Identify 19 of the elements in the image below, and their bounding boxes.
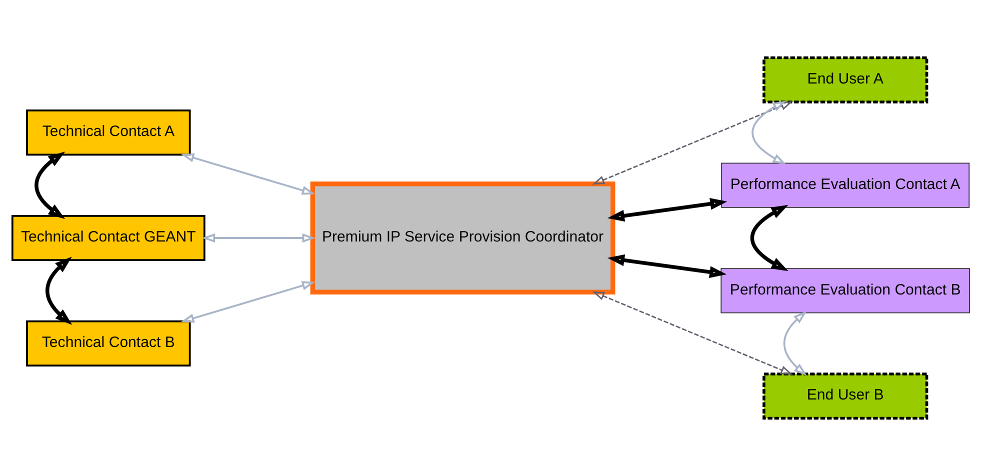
node-box: Technical Contact A [26, 110, 191, 156]
arrow [592, 291, 793, 375]
arrow [180, 281, 316, 323]
arrow [750, 204, 788, 272]
arrow [783, 311, 807, 376]
arrow [180, 153, 316, 195]
node-box: Premium IP Service Provision Coordinator [310, 182, 616, 294]
arrow [202, 233, 316, 243]
node-box: Performance Evaluation Contact A [721, 162, 970, 208]
arrow [34, 152, 66, 220]
node-box: End User B [762, 372, 928, 420]
arrow [607, 198, 728, 222]
node-box: Technical Contact GEANT [11, 214, 206, 262]
node-box: End User A [762, 56, 928, 104]
node-box: Technical Contact B [26, 320, 191, 366]
arrow [607, 254, 727, 278]
arrow [45, 256, 72, 325]
arrow [752, 100, 786, 164]
node-box: Performance Evaluation Contact B [720, 268, 970, 314]
